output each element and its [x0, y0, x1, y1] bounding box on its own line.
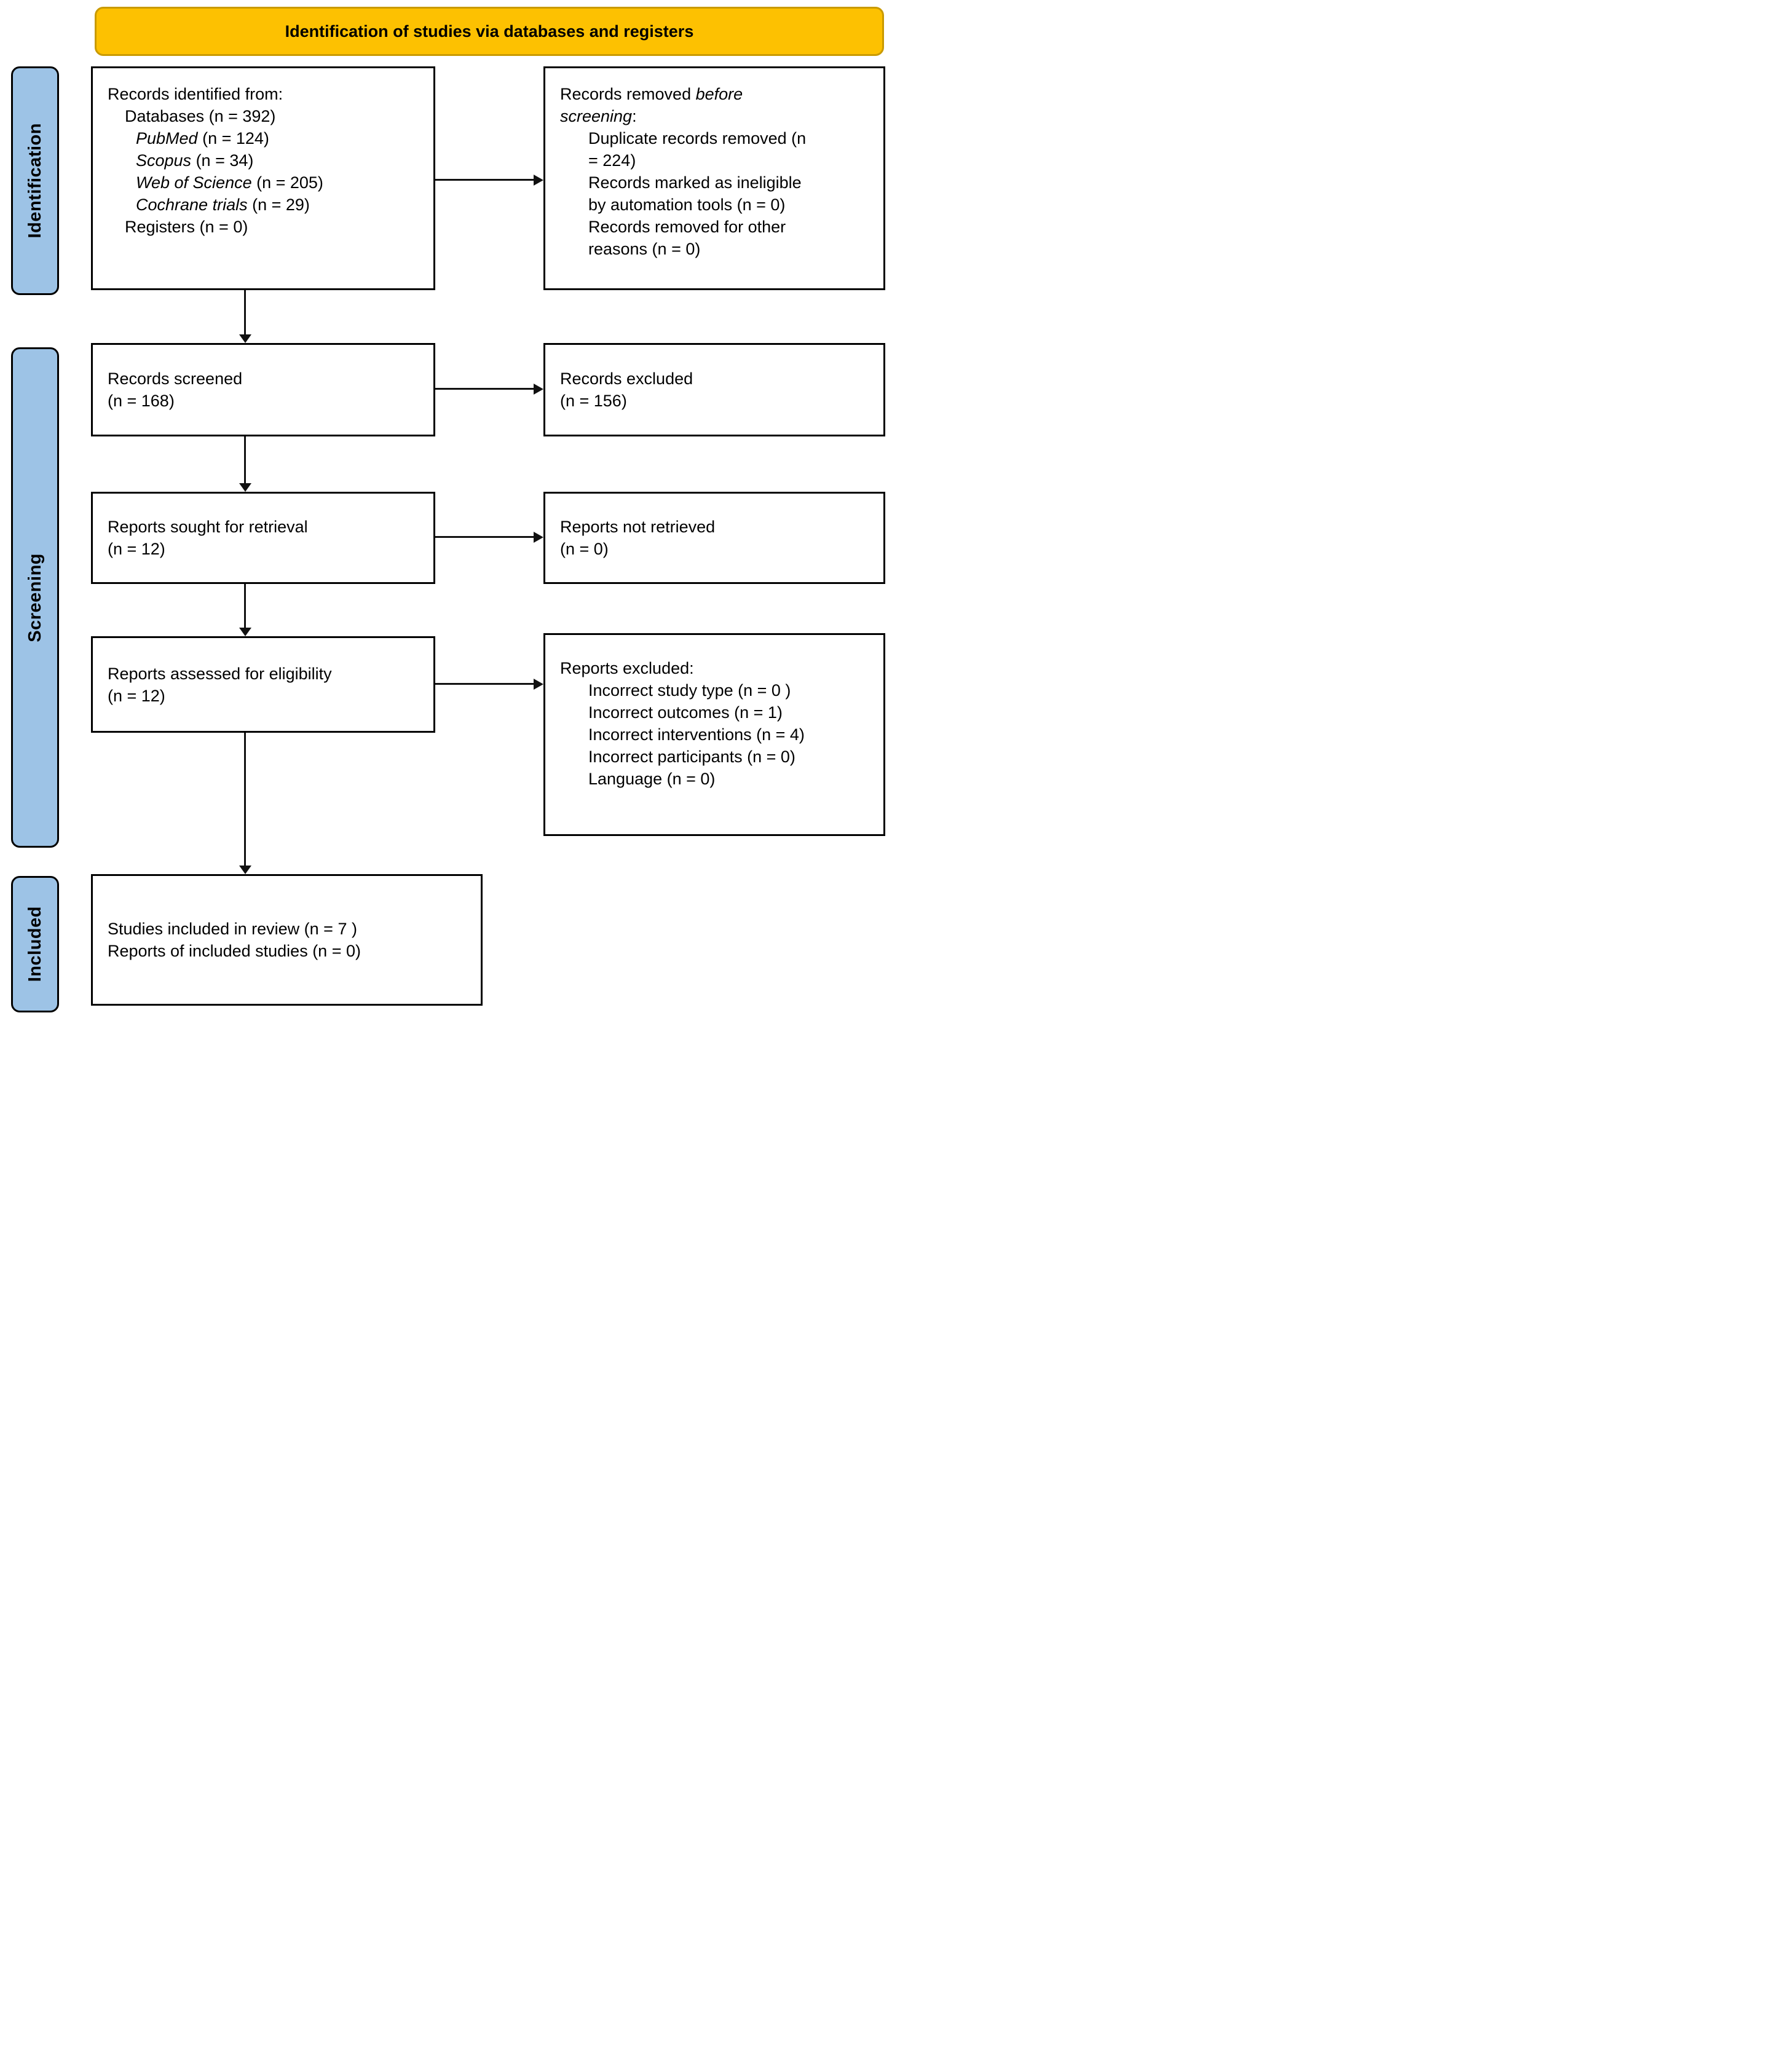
box-records-screened: Records screened (n = 168) — [91, 343, 435, 436]
stage-label-screening: Screening — [11, 347, 59, 848]
text-line: (n = 12) — [108, 686, 165, 705]
text-line: Registers (n = 0) — [125, 218, 248, 236]
text-line: Records identified from: — [108, 85, 283, 103]
text-line-database: Web of Science (n = 205) — [108, 172, 419, 194]
database-count: (n = 29) — [247, 195, 310, 214]
box-records-identified: Records identified from: Databases (n = … — [91, 66, 435, 290]
stage-label-included: Included — [11, 876, 59, 1012]
box-reports-excluded: Reports excluded: Incorrect study type (… — [543, 633, 885, 836]
database-count: (n = 205) — [251, 173, 323, 192]
header-suffix: : — [632, 107, 637, 125]
database-name: PubMed — [136, 129, 198, 148]
box-records-removed: Records removed before screening: Duplica… — [543, 66, 885, 290]
database-count: (n = 34) — [191, 151, 254, 170]
text-line-database: Cochrane trials (n = 29) — [108, 194, 419, 216]
text-line: (n = 0) — [560, 540, 609, 558]
text-line-database: Scopus (n = 34) — [108, 149, 419, 172]
arrow-identified-to-removed — [435, 174, 543, 186]
header-italic: screening — [560, 107, 633, 125]
text-line: Databases (n = 392) — [125, 107, 276, 125]
text-line: (n = 156) — [560, 392, 627, 410]
text-line: Records screened — [108, 369, 243, 388]
text-line: Language (n = 0) — [588, 770, 716, 788]
text-line-header: Records removed before screening: — [560, 83, 869, 127]
box-records-excluded: Records excluded (n = 156) — [543, 343, 885, 436]
text-line: Incorrect study type (n = 0 ) — [588, 681, 791, 700]
text-line: Incorrect participants (n = 0) — [588, 747, 795, 766]
arrow-sought-to-assessed — [239, 584, 251, 636]
text-line: Reports sought for retrieval — [108, 518, 308, 536]
text-line: (n = 168) — [108, 392, 175, 410]
arrow-identified-to-screened — [239, 290, 251, 343]
text-line: Duplicate records removed (n = 224) — [588, 129, 807, 170]
box-studies-included: Studies included in review (n = 7 ) Repo… — [91, 874, 483, 1006]
arrow-sought-to-not-retrieved — [435, 531, 543, 543]
banner-title: Identification of studies via databases … — [285, 22, 694, 41]
stage-label-identification: Identification — [11, 66, 59, 295]
header-italic: before — [695, 85, 743, 103]
arrow-assessed-to-included — [239, 733, 251, 874]
box-reports-sought: Reports sought for retrieval (n = 12) — [91, 492, 435, 584]
text-line: (n = 12) — [108, 540, 165, 558]
text-line-database: PubMed (n = 124) — [108, 127, 419, 149]
database-count: (n = 124) — [197, 129, 269, 148]
text-line-header: Reports excluded: — [560, 659, 694, 677]
arrow-assessed-to-reports-excluded — [435, 678, 543, 690]
arrow-screened-to-sought — [239, 436, 251, 492]
text-line: Reports assessed for eligibility — [108, 664, 332, 683]
text-line: Incorrect outcomes (n = 1) — [588, 703, 783, 722]
text-line: Reports of included studies (n = 0) — [108, 942, 361, 960]
text-line: Records removed for other reasons (n = 0… — [588, 218, 786, 258]
prisma-flow-diagram: Identification of studies via databases … — [0, 0, 896, 1024]
box-reports-not-retrieved: Reports not retrieved (n = 0) — [543, 492, 885, 584]
stage-label-screening-text: Screening — [25, 553, 45, 642]
text-line: Records marked as ineligible by automati… — [588, 173, 802, 214]
text-line: Records excluded — [560, 369, 693, 388]
text-line: Incorrect interventions (n = 4) — [588, 725, 805, 744]
header-plain: Records removed — [560, 85, 696, 103]
box-reports-assessed: Reports assessed for eligibility (n = 12… — [91, 636, 435, 733]
text-line: Reports not retrieved — [560, 518, 716, 536]
database-name: Web of Science — [136, 173, 252, 192]
database-name: Cochrane trials — [136, 195, 248, 214]
arrow-screened-to-excluded — [435, 383, 543, 395]
stage-label-identification-text: Identification — [25, 123, 45, 239]
stage-label-included-text: Included — [25, 906, 45, 982]
text-line: Studies included in review (n = 7 ) — [108, 920, 357, 938]
database-name: Scopus — [136, 151, 192, 170]
banner-identification-of-studies: Identification of studies via databases … — [95, 7, 884, 56]
